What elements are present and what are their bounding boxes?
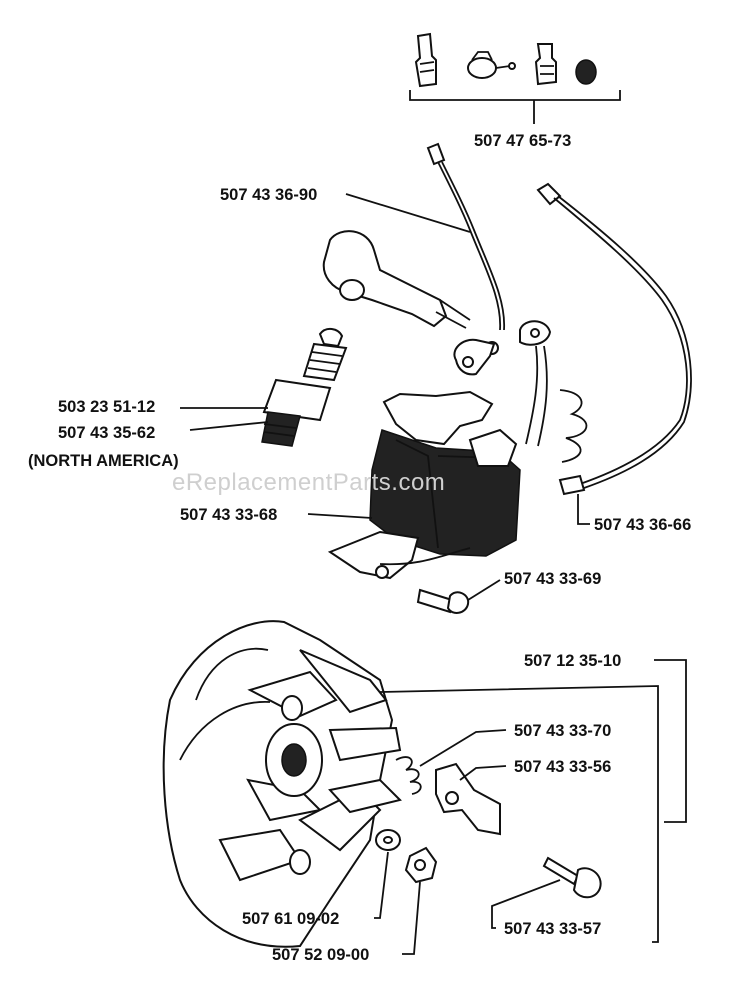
label-pawl-kit: 507 12 35-10 (524, 652, 621, 670)
ignition-module (327, 320, 588, 580)
washer (375, 829, 401, 851)
label-washer: 507 61 09-02 (242, 910, 339, 928)
label-pawl: 507 43 33-56 (514, 758, 611, 776)
label-spark-plug: 503 23 51-12 (58, 398, 155, 416)
spring (395, 756, 422, 795)
spark-plug-accessory-set (409, 32, 621, 124)
label-spring: 507 43 33-70 (514, 722, 611, 740)
ignition-lead-long (536, 182, 692, 496)
nut (404, 846, 438, 884)
module-screw (416, 588, 470, 614)
label-module-screw: 507 43 33-69 (504, 570, 601, 588)
spark-plug (261, 328, 348, 447)
label-ignition-lead-short: 507 43 36-90 (220, 186, 317, 204)
label-nut: 507 52 09-00 (272, 946, 369, 964)
pawl-screw (542, 856, 602, 899)
ignition-lead-short (322, 142, 506, 376)
label-spark-plug-alt: 507 43 35-62 (58, 424, 155, 442)
flywheel (162, 620, 402, 948)
label-ignition-lead-long: 507 43 36-66 (594, 516, 691, 534)
leader-lines (180, 193, 687, 955)
label-pawl-screw: 507 43 33-57 (504, 920, 601, 938)
part-labels: 507 47 65-73 507 43 36-90 503 23 51-12 5… (28, 132, 691, 964)
label-spark-plug-accessories: 507 47 65-73 (474, 132, 571, 150)
label-region-note: (NORTH AMERICA) (28, 452, 179, 470)
label-ignition-module: 507 43 33-68 (180, 506, 277, 524)
watermark: eReplacementParts.com (172, 469, 445, 496)
